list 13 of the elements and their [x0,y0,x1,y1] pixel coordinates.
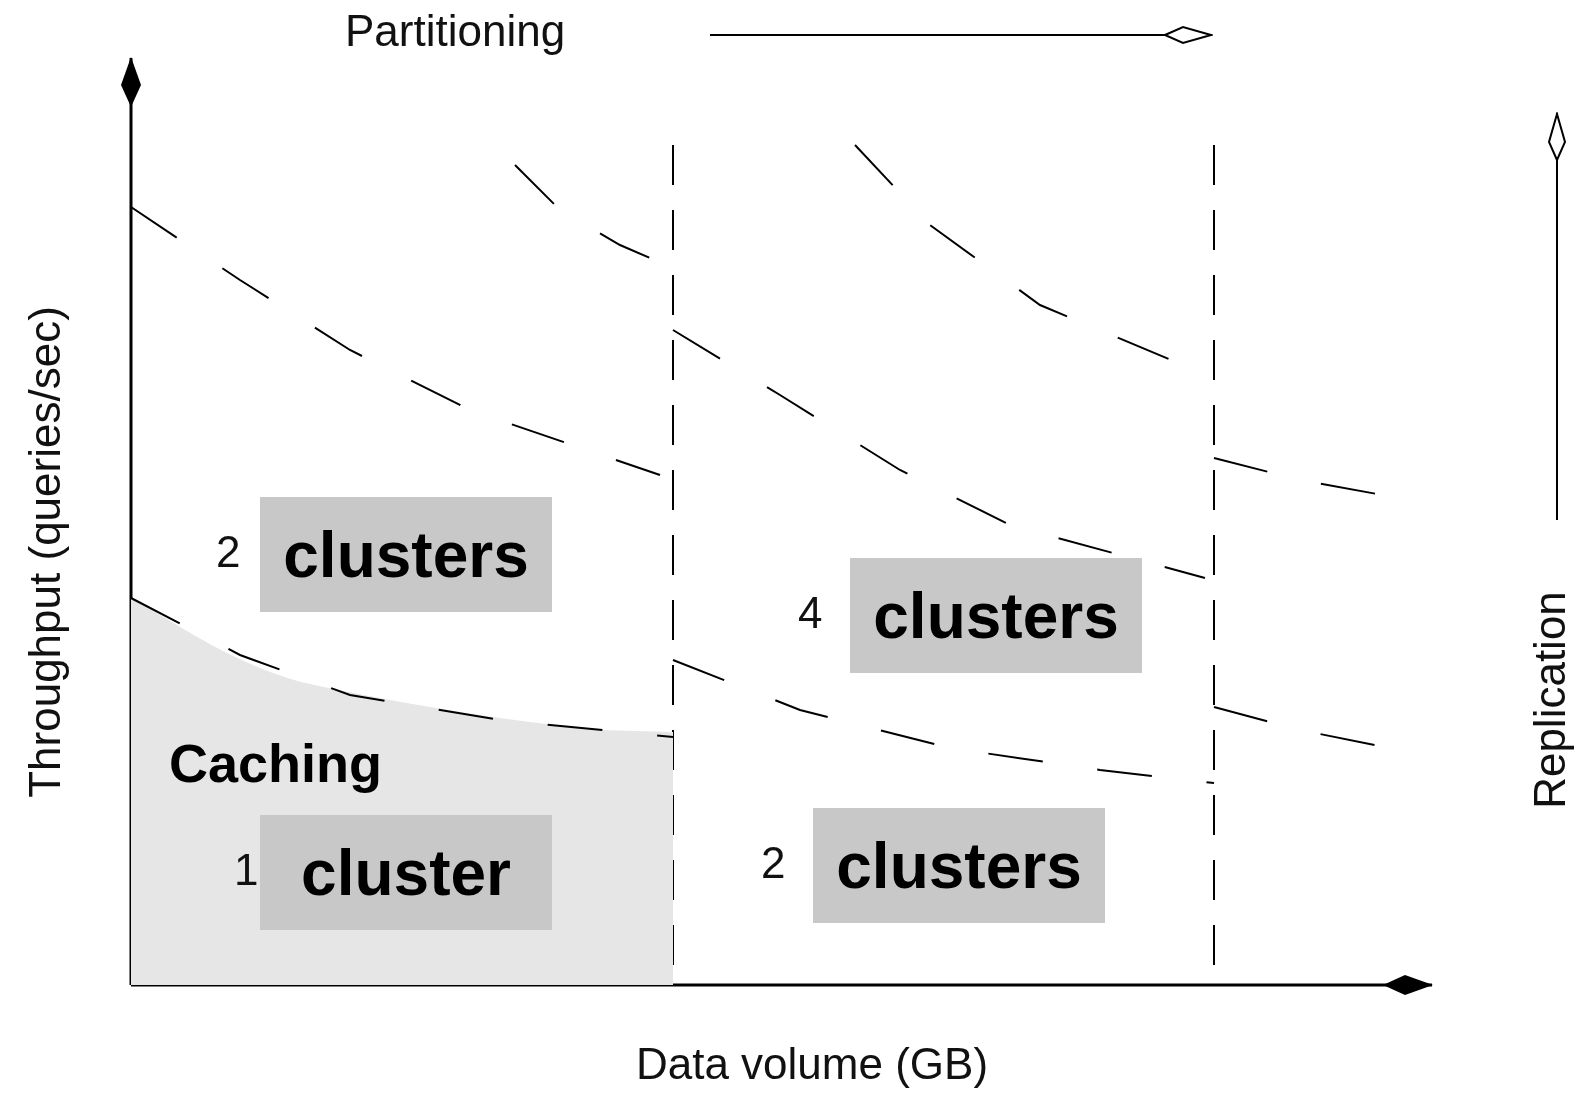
count-number: 4 [798,588,823,638]
axis-title: Partitioning [345,6,566,56]
count-number: 1 [234,845,259,895]
region-label: Caching [169,732,383,794]
axis-title: Replication [1525,591,1575,809]
box-label: cluster [301,835,511,910]
box-label: clusters [873,578,1119,653]
axis-title: Throughput (queries/sec) [20,306,70,798]
axis-title: Data volume (GB) [635,1039,989,1089]
count-number: 2 [216,527,241,577]
count-number: 2 [761,838,786,888]
box-label: clusters [836,828,1082,903]
box-label: clusters [283,517,529,592]
